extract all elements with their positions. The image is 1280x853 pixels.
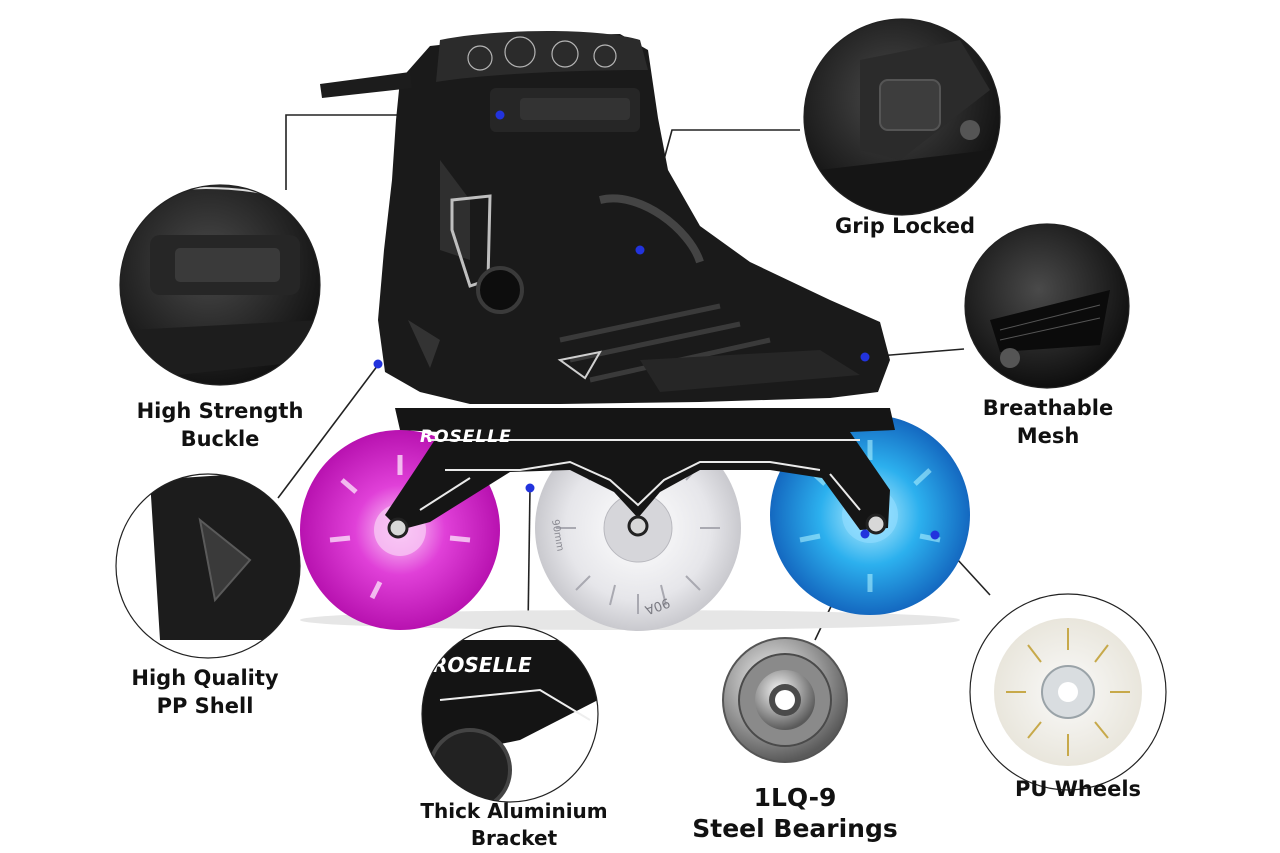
marker-dot-wheels bbox=[930, 530, 940, 540]
leader-line-shell bbox=[277, 364, 379, 499]
label-steel-bearings: 1LQ-9 Steel Bearings bbox=[680, 783, 910, 844]
label-mesh-line2: Mesh bbox=[1016, 424, 1080, 449]
label-pp-shell: High Quality PP Shell bbox=[120, 664, 290, 721]
marker-dot-shell bbox=[373, 359, 383, 369]
label-bearings-line2: Steel Bearings bbox=[692, 813, 898, 843]
label-shell-line2: PP Shell bbox=[156, 694, 254, 719]
marker-dot-bearings bbox=[860, 529, 870, 539]
label-buckle-line1: High Strength bbox=[136, 399, 304, 423]
label-pu-wheels: PU Wheels bbox=[998, 775, 1158, 803]
zoom-mesh bbox=[964, 223, 1130, 389]
marker-dots bbox=[373, 110, 940, 540]
frame-brand-text: ROSELLE bbox=[420, 427, 512, 447]
label-shell-line1: High Quality bbox=[131, 666, 279, 690]
label-bracket-line1: Thick Aluminium bbox=[420, 799, 608, 823]
zoom-shell bbox=[115, 473, 301, 659]
label-breathable-mesh: Breathable Mesh bbox=[968, 394, 1128, 451]
label-high-strength-buckle: High Strength Buckle bbox=[130, 397, 310, 454]
zoom-buckle bbox=[119, 184, 321, 386]
label-grip-line1: Grip Locked bbox=[834, 214, 976, 238]
label-bearings-line1: 1LQ-9 bbox=[753, 783, 837, 812]
label-aluminium-bracket: Thick Aluminium Bracket bbox=[408, 798, 620, 852]
leader-line-bracket bbox=[527, 487, 531, 629]
marker-dot-mesh bbox=[860, 352, 870, 362]
skate: 90A 90mm ROSELLE bbox=[300, 31, 970, 631]
boot bbox=[320, 31, 890, 404]
bracket-zoom-brand-text: ROSELLE bbox=[432, 653, 532, 677]
label-mesh-line1: Breathable bbox=[982, 396, 1114, 420]
zoom-bracket: ROSELLE bbox=[421, 625, 599, 803]
zoom-grip bbox=[803, 18, 1001, 216]
marker-dot-bracket bbox=[525, 483, 535, 493]
aluminium-frame: ROSELLE bbox=[385, 408, 895, 539]
marker-dot-buckle bbox=[495, 110, 505, 120]
steel-bearing bbox=[722, 637, 848, 763]
label-wheels-line1: PU Wheels bbox=[1014, 777, 1142, 801]
label-bracket-line2: Bracket bbox=[470, 826, 558, 850]
label-grip-locked: Grip Locked bbox=[820, 212, 990, 240]
pu-wheel bbox=[969, 593, 1167, 791]
label-buckle-line2: Buckle bbox=[180, 427, 260, 452]
marker-dot-grip bbox=[635, 245, 645, 255]
